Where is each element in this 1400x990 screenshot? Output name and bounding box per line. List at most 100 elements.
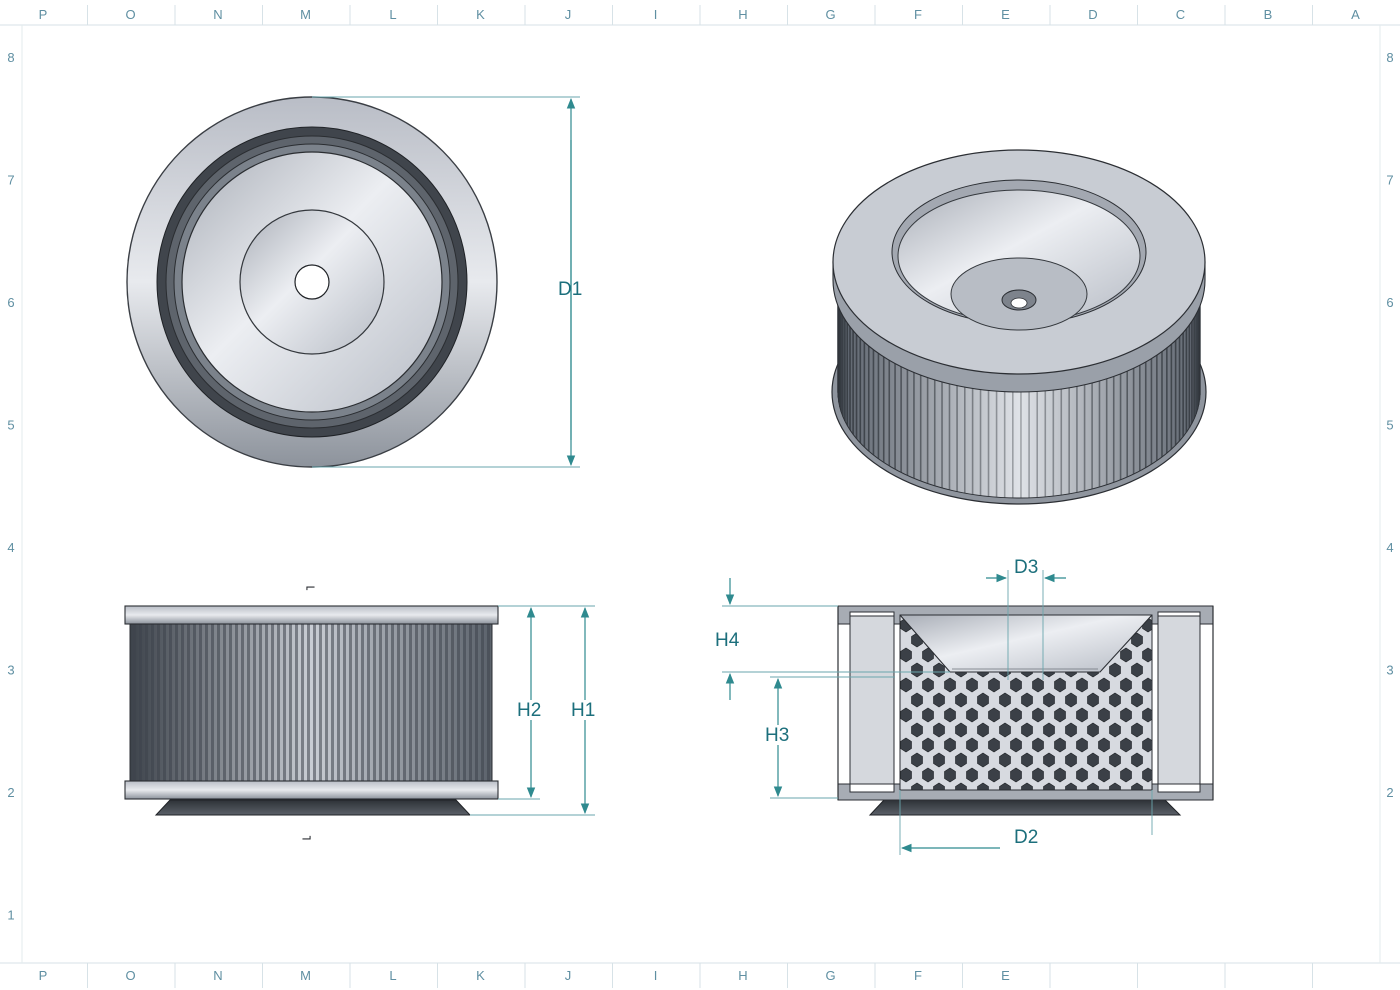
pleat [361, 622, 364, 784]
perforation-hole [1098, 707, 1110, 723]
row-label: 5 [7, 418, 14, 433]
perforation-hole [1109, 692, 1121, 708]
row-label: 3 [1386, 663, 1393, 678]
pleat [235, 622, 238, 784]
pleat [337, 622, 340, 784]
row-label: 4 [1386, 540, 1393, 555]
perforation-hole [977, 692, 989, 708]
column-label: A [1351, 7, 1360, 22]
pleat [433, 622, 436, 784]
pleat [457, 622, 460, 784]
perforation-hole [999, 782, 1011, 790]
perforation-hole [1087, 782, 1099, 790]
column-label: M [300, 968, 311, 983]
pleat [469, 622, 472, 784]
pleat [259, 622, 262, 784]
dim-d2-label: D2 [1014, 827, 1038, 848]
perforation-hole [1065, 722, 1077, 738]
perforation-hole [1032, 677, 1044, 693]
column-label: O [125, 968, 135, 983]
pleat [403, 622, 406, 784]
pleat [289, 622, 292, 784]
pleat [199, 622, 202, 784]
perforation-hole [1120, 707, 1132, 723]
dim-h2-label: H2 [517, 700, 541, 721]
pleat [349, 622, 352, 784]
pleat [277, 622, 280, 784]
column-label: F [914, 968, 922, 983]
top-view [126, 96, 498, 468]
perforation-hole [1120, 737, 1132, 753]
perforation-hole [988, 707, 1000, 723]
row-label: 4 [7, 540, 14, 555]
pleat [355, 622, 358, 784]
perforation-hole [911, 752, 923, 768]
perforation-hole [1076, 767, 1088, 783]
perforation-hole [977, 782, 989, 790]
perforation-hole [1109, 722, 1121, 738]
perforation-hole [911, 692, 923, 708]
pleat [373, 622, 376, 784]
column-label: E [1001, 968, 1010, 983]
dimension-annotations: D1 H2 H1 H4 H3 D3 D2 [312, 96, 1153, 855]
pleat [205, 622, 208, 784]
perforation-hole [922, 707, 934, 723]
perforation-hole [1032, 707, 1044, 723]
pleat [481, 622, 484, 784]
perforation-hole [966, 767, 978, 783]
perforation-hole [933, 662, 945, 678]
perforation-hole [955, 782, 967, 790]
perforation-hole [1120, 677, 1132, 693]
perforation-hole [1120, 647, 1132, 663]
row-label: 5 [1386, 418, 1393, 433]
pleat [133, 622, 136, 784]
section-mark-top: ⌐ [305, 581, 316, 596]
perforation-hole [1142, 647, 1152, 663]
pleat [475, 622, 478, 784]
perforation-hole [1098, 737, 1110, 753]
pleat [409, 622, 412, 784]
perforation-hole [1131, 722, 1143, 738]
column-label: O [125, 7, 135, 22]
perforation-hole [955, 692, 967, 708]
row-label: 2 [1386, 785, 1393, 800]
perforation-hole [1142, 737, 1152, 753]
perforation-hole [900, 707, 912, 723]
perforation-hole [988, 767, 1000, 783]
pleat [451, 622, 454, 784]
pleat [253, 622, 256, 784]
pleat [343, 622, 346, 784]
column-label: I [654, 968, 658, 983]
isometric-view [831, 149, 1207, 505]
perforation-hole [1142, 767, 1152, 783]
column-label: J [565, 7, 572, 22]
perforation-hole [1109, 782, 1121, 790]
perforation-hole [988, 737, 1000, 753]
perforation-hole [1109, 752, 1121, 768]
front-pleats [133, 622, 490, 784]
pleat [193, 622, 196, 784]
perforation-hole [1054, 677, 1066, 693]
perforation-hole [900, 737, 912, 753]
pleat [283, 622, 286, 784]
pleat [295, 622, 298, 784]
row-label: 2 [7, 785, 14, 800]
dim-h3-label: H3 [765, 725, 789, 746]
pleat [301, 622, 304, 784]
pleat [169, 622, 172, 784]
perforation-hole [1021, 722, 1033, 738]
perforation-hole [911, 662, 923, 678]
perforation-hole [1010, 677, 1022, 693]
pleat [223, 622, 226, 784]
column-label: C [1176, 7, 1185, 22]
pleat [415, 622, 418, 784]
dim-h4-label: H4 [715, 630, 740, 651]
perforation-hole [977, 722, 989, 738]
front-view: ⌐ ⌐ [124, 581, 499, 845]
perforation-hole [988, 677, 1000, 693]
pleat [319, 622, 322, 784]
pleat [379, 622, 382, 784]
